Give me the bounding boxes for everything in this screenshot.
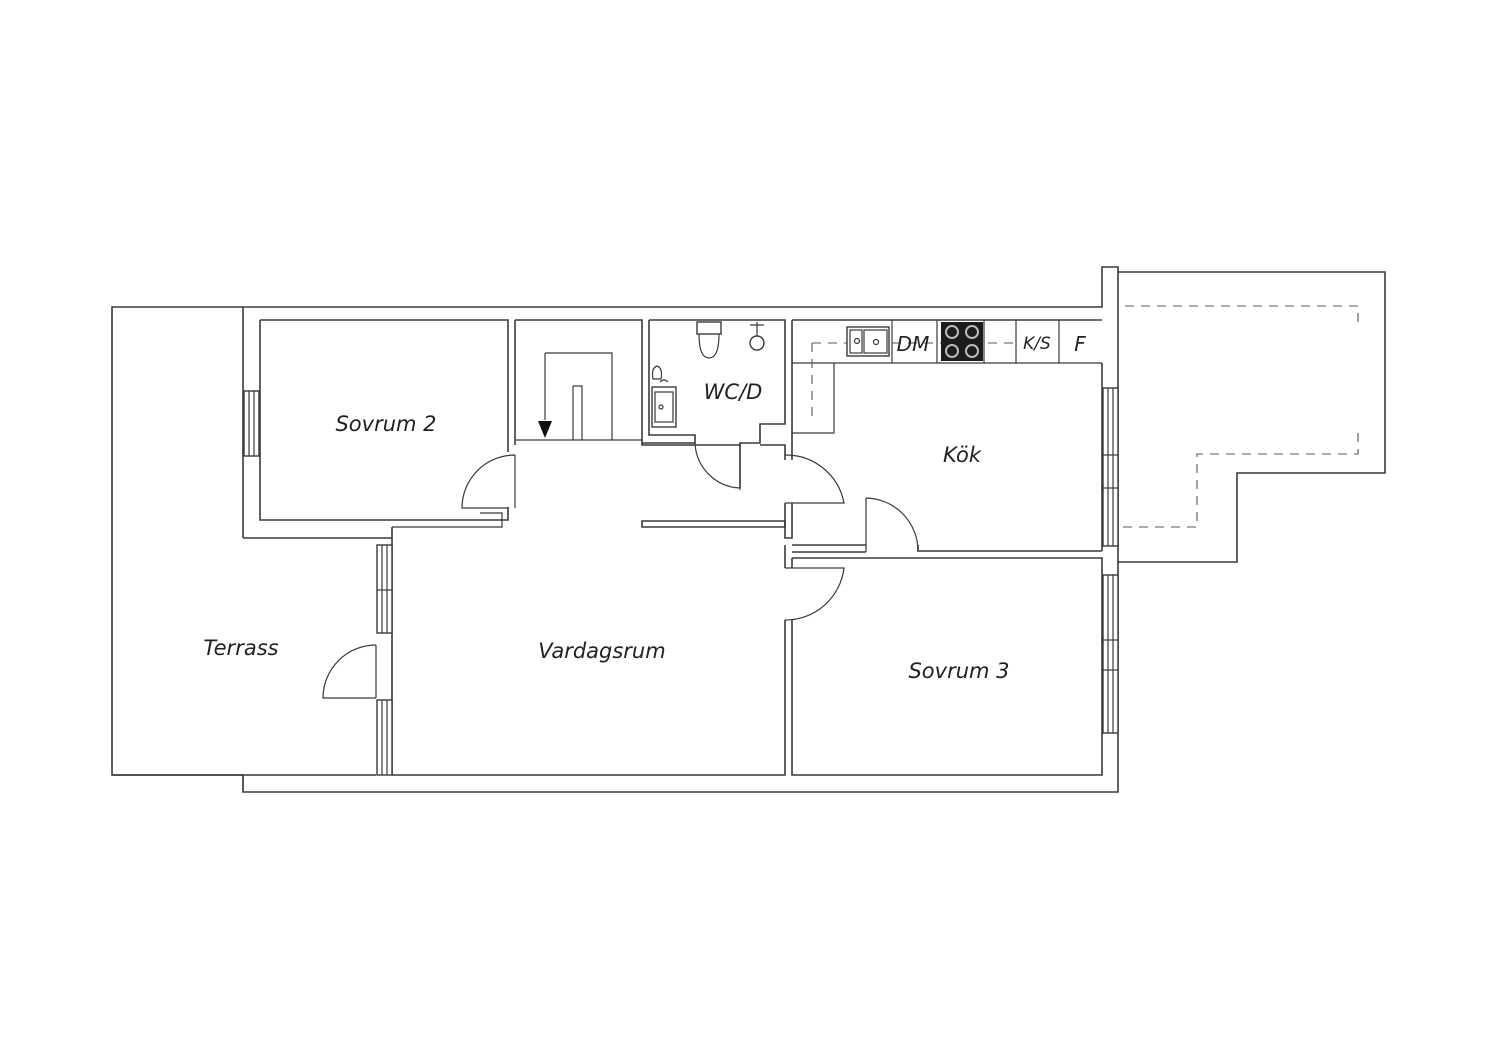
label-kok: Kök <box>943 443 982 467</box>
wc-walls <box>642 319 786 488</box>
washbasin-icon <box>651 386 677 428</box>
sovrum2-walls <box>259 319 509 528</box>
label-wc: WC/D <box>704 380 763 404</box>
sovrum3-walls <box>791 557 1103 776</box>
label-fridge-freezer: K/S <box>1023 334 1051 354</box>
label-sovrum3: Sovrum 3 <box>908 659 1009 683</box>
label-dishwasher: DM <box>897 332 930 356</box>
toilet-icon <box>696 321 722 335</box>
door-kok-hall <box>784 454 845 504</box>
sink-icon <box>846 326 890 357</box>
hall-walls <box>641 440 793 539</box>
outer-walls <box>111 266 1119 793</box>
label-terrass: Terrass <box>203 636 278 660</box>
label-vardagsrum: Vardagsrum <box>538 639 665 663</box>
windows <box>243 387 1119 776</box>
doors <box>322 442 919 699</box>
door-kok <box>865 497 919 552</box>
shower-icon <box>749 335 765 351</box>
label-freezer: F <box>1074 332 1086 356</box>
door-sovrum3 <box>784 567 845 621</box>
label-sovrum2: Sovrum 2 <box>335 412 436 436</box>
door-terrass <box>322 644 377 699</box>
stair-closet <box>514 319 643 445</box>
door-wc <box>694 442 741 490</box>
kok-walls <box>791 319 1103 553</box>
vardagsrum-walls <box>391 527 786 776</box>
stair-arrow-icon <box>538 421 552 438</box>
right-balcony <box>1118 271 1386 563</box>
door-sovrum2 <box>461 454 516 509</box>
